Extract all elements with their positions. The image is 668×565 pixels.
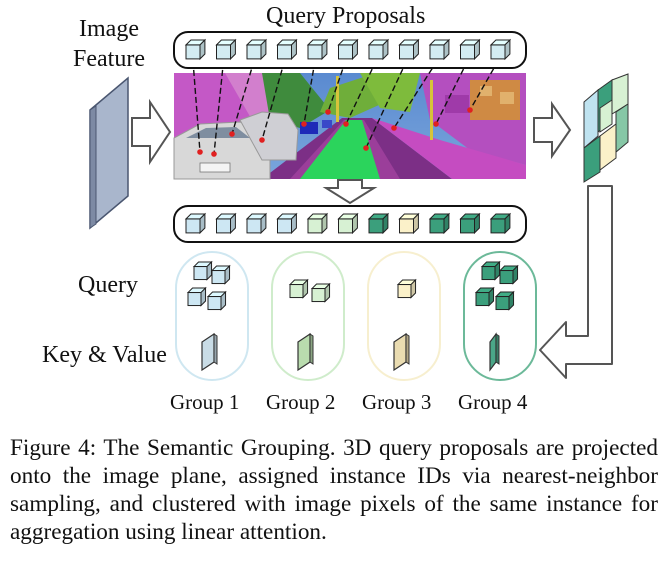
image-feature-map bbox=[89, 76, 129, 230]
group-4-frame bbox=[463, 251, 537, 381]
group-1-query-cube-1 bbox=[192, 260, 213, 281]
proposal-cube-6 bbox=[337, 38, 359, 61]
proposal-dot-9 bbox=[391, 125, 397, 131]
group-4-key-value bbox=[489, 332, 500, 372]
group-3 bbox=[367, 251, 441, 381]
proposal-dot-4 bbox=[259, 137, 265, 143]
group-1-query-cube-3 bbox=[186, 286, 207, 307]
assigned-query-cube-3 bbox=[245, 212, 268, 235]
proposal-cube-3 bbox=[245, 38, 268, 61]
groups-row bbox=[175, 251, 537, 381]
projection-line-10 bbox=[435, 60, 469, 125]
proposal-dot-11 bbox=[467, 107, 473, 113]
group-2-query-cube-1 bbox=[288, 278, 309, 299]
proposal-cube-5 bbox=[306, 38, 329, 61]
group-4-query-cube-3 bbox=[474, 286, 495, 307]
image-feature-label: Image Feature bbox=[73, 16, 145, 72]
projection-line-11 bbox=[469, 60, 499, 111]
group-4-query-cube-2 bbox=[498, 264, 519, 285]
assigned-query-cube-2 bbox=[215, 212, 237, 235]
query-proposals-bar bbox=[173, 31, 527, 69]
projection-lines bbox=[192, 60, 499, 157]
assigned-query-cube-4 bbox=[276, 212, 298, 235]
assigned-query-cube-6 bbox=[337, 212, 359, 235]
group-1-key-value bbox=[201, 332, 218, 372]
group-label-1: Group 1 bbox=[170, 390, 240, 414]
proposal-dot-3 bbox=[229, 131, 235, 137]
projection-line-5 bbox=[303, 60, 316, 125]
figure-caption: Figure 4: The Semantic Grouping. 3D quer… bbox=[10, 435, 658, 545]
proposal-dot-5 bbox=[301, 121, 307, 127]
group-3-frame bbox=[367, 251, 441, 381]
group-label-4: Group 4 bbox=[458, 390, 528, 414]
group-1-query-cube-4 bbox=[206, 290, 227, 311]
projection-line-9 bbox=[393, 60, 438, 129]
proposal-dot-2 bbox=[211, 151, 217, 157]
group-label-2: Group 2 bbox=[266, 390, 336, 414]
proposal-cube-1 bbox=[184, 38, 207, 61]
arrow-feature-to-image bbox=[131, 98, 172, 166]
proposal-cube-11 bbox=[489, 38, 512, 61]
proposal-dot-6 bbox=[325, 109, 331, 115]
arrow-voxels-to-groups bbox=[539, 185, 613, 379]
projection-line-3 bbox=[231, 60, 255, 135]
assigned-query-cube-9 bbox=[428, 212, 451, 235]
projection-line-1 bbox=[192, 60, 201, 153]
group-label-3: Group 3 bbox=[362, 390, 432, 414]
group-2-query-cube-2 bbox=[310, 282, 331, 303]
group-3-key-value bbox=[393, 332, 410, 372]
group-2-frame bbox=[271, 251, 345, 381]
group-3-query-cube-1 bbox=[396, 278, 417, 299]
proposal-dot-7 bbox=[343, 121, 349, 127]
assigned-query-cube-11 bbox=[489, 212, 512, 235]
assigned-query-cube-5 bbox=[306, 212, 329, 235]
group-4-query-cube-4 bbox=[494, 290, 515, 311]
instance-voxel-stack bbox=[583, 73, 629, 183]
proposal-cube-10 bbox=[459, 38, 481, 61]
proposal-cube-4 bbox=[276, 38, 298, 61]
projection-line-2 bbox=[213, 60, 225, 155]
arrow-down-to-sorted bbox=[322, 179, 378, 205]
group-2 bbox=[271, 251, 345, 381]
group-2-key-value bbox=[297, 332, 314, 372]
diagram-canvas bbox=[89, 31, 629, 381]
query-proposals-label: Query Proposals bbox=[266, 3, 426, 29]
assigned-query-cube-8 bbox=[398, 212, 420, 235]
semantic-grouping-diagram: Image Feature Query Proposals Query Key … bbox=[42, 3, 629, 414]
proposal-dot-10 bbox=[433, 121, 439, 127]
projection-line-4 bbox=[261, 60, 286, 141]
group-1-query-cube-2 bbox=[210, 264, 231, 285]
group-4 bbox=[463, 251, 537, 381]
proposal-dot-1 bbox=[197, 149, 203, 155]
proposal-cube-8 bbox=[398, 38, 420, 61]
proposal-cube-9 bbox=[428, 38, 451, 61]
assigned-query-cube-7 bbox=[367, 212, 390, 235]
key-value-label: Key & Value bbox=[42, 342, 167, 368]
projection-line-8 bbox=[365, 60, 408, 149]
group-4-query-cube-1 bbox=[480, 260, 501, 281]
assigned-query-cube-10 bbox=[459, 212, 481, 235]
proposal-cube-2 bbox=[215, 38, 237, 61]
query-label: Query bbox=[78, 272, 138, 298]
segmented-street-image bbox=[173, 73, 526, 180]
group-1 bbox=[175, 251, 249, 381]
proposal-cube-7 bbox=[367, 38, 390, 61]
assigned-queries-bar bbox=[173, 205, 527, 243]
group-1-frame bbox=[175, 251, 249, 381]
projection-line-7 bbox=[345, 60, 377, 125]
arrow-image-to-voxels bbox=[533, 100, 572, 160]
proposal-dot-8 bbox=[363, 145, 369, 151]
assigned-query-cube-1 bbox=[184, 212, 207, 235]
